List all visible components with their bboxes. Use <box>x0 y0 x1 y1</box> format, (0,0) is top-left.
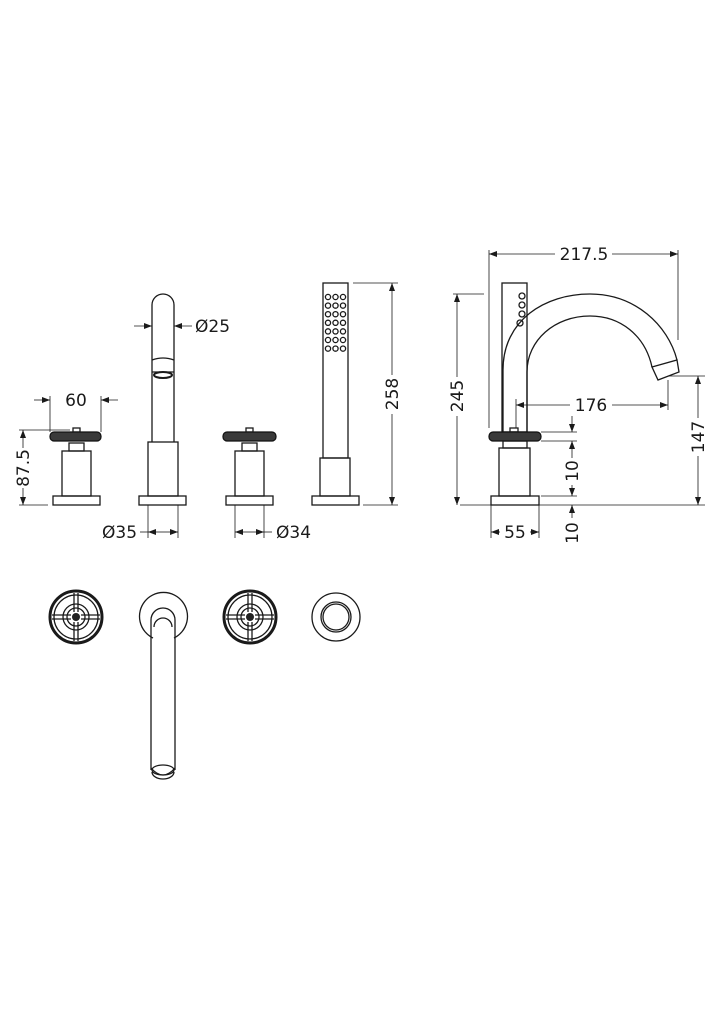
spray-hole <box>332 345 339 352</box>
dimension-handle-width: 60 <box>34 391 118 432</box>
spray-hole <box>324 302 332 309</box>
spray-hole <box>339 328 347 335</box>
spindle-cap <box>246 613 254 621</box>
spray-hole <box>332 293 339 301</box>
dimension-handle-height: 87.5 <box>14 429 70 506</box>
spray-hole <box>324 319 332 327</box>
right-handle-plan <box>222 589 278 645</box>
spray-hole <box>332 319 339 327</box>
spout-elevation <box>138 293 187 506</box>
dimension-label: 55 <box>504 523 526 543</box>
spout-plan <box>138 591 189 780</box>
spindle-cap <box>72 613 80 621</box>
cross-spokes <box>226 593 274 641</box>
dimension-label: Ø35 <box>102 523 137 543</box>
shower-holder-plan <box>311 592 361 642</box>
left-handle-elevation <box>49 427 102 506</box>
dimension-side-thickness: 10 10 <box>541 416 583 544</box>
dimension-side-outlet-height: 147 <box>460 375 709 506</box>
spray-hole <box>324 293 332 301</box>
dimension-handle-base-diameter: Ø34 <box>234 505 311 543</box>
dimension-label: 87.5 <box>14 449 34 487</box>
dimension-shower-height: 258 <box>353 282 403 506</box>
spray-hole <box>339 293 347 301</box>
spray-hole <box>324 336 332 344</box>
side-elevation <box>488 282 680 506</box>
dimension-label: 10 <box>563 522 583 544</box>
dimension-label: Ø34 <box>276 523 311 543</box>
dimension-side-base-width: 55 <box>490 505 540 543</box>
dimension-label: 176 <box>575 396 607 416</box>
dimension-side-width: 217.5 <box>488 245 679 428</box>
dimension-side-height: 245 <box>448 293 484 505</box>
hand-shower-elevation <box>311 282 360 506</box>
spray-hole <box>332 336 339 344</box>
dimension-label: 217.5 <box>560 245 609 265</box>
spray-hole <box>332 328 339 335</box>
spray-hole <box>324 345 332 352</box>
dimension-side-projection: 176 <box>515 380 669 428</box>
dimension-spout-base-diameter: Ø35 <box>102 505 179 543</box>
dimension-label: 60 <box>65 391 87 411</box>
dimension-label: 147 <box>689 421 709 453</box>
dimension-label: 258 <box>383 378 403 410</box>
shower-spray-holes <box>324 293 347 352</box>
spray-hole <box>332 310 339 318</box>
dimension-label: 245 <box>448 380 468 412</box>
spray-hole <box>339 302 347 309</box>
cross-spokes <box>52 593 100 641</box>
spray-hole <box>339 345 347 352</box>
left-handle-plan <box>48 589 104 645</box>
spray-hole <box>324 328 332 335</box>
dimension-label: Ø25 <box>195 317 230 337</box>
spray-hole <box>332 302 339 309</box>
spray-hole <box>339 336 347 344</box>
spray-hole <box>324 310 332 318</box>
spray-hole <box>339 310 347 318</box>
dimension-spout-diameter: Ø25 <box>134 317 230 337</box>
dimension-label: 10 <box>563 460 583 482</box>
spray-hole <box>339 319 347 327</box>
right-handle-elevation <box>222 427 277 506</box>
